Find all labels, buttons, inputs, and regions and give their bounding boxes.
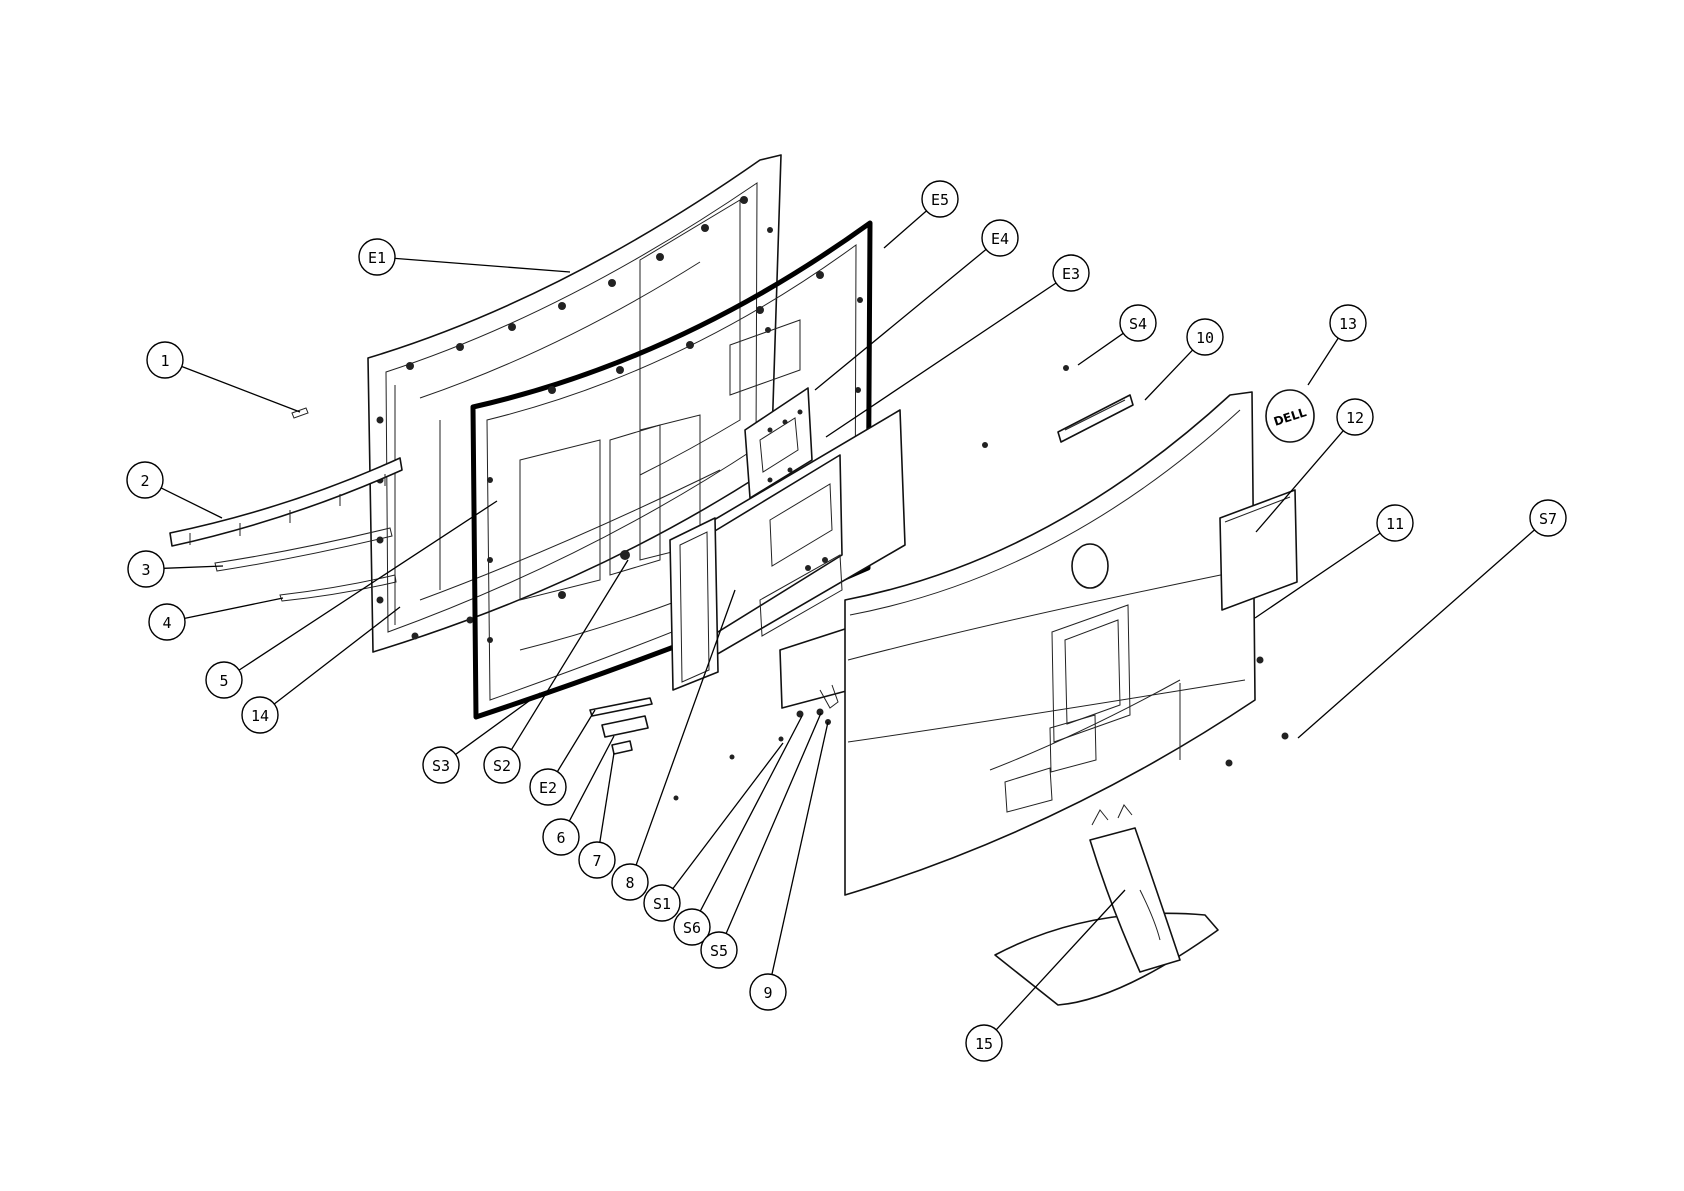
callout-s2: S2	[484, 747, 520, 783]
callout-5: 5	[206, 662, 242, 698]
callout-label: E2	[539, 779, 557, 797]
callout-e5: E5	[922, 181, 958, 217]
callout-label: 9	[763, 984, 772, 1002]
callout-label: 10	[1196, 329, 1214, 347]
callout-label: 5	[219, 672, 228, 690]
shield-part	[670, 518, 718, 690]
leader-line-6	[569, 736, 614, 821]
callout-s5: S5	[701, 932, 737, 968]
callout-label: 11	[1386, 515, 1404, 533]
callout-label: S3	[432, 757, 450, 775]
leader-line-4	[185, 598, 283, 618]
callout-label: 6	[556, 829, 565, 847]
bottom-bezel-part	[170, 458, 402, 546]
leader-line-9	[772, 722, 828, 974]
leader-line-2	[161, 488, 222, 518]
callout-label: E3	[1062, 265, 1080, 283]
clip-part-7	[612, 741, 632, 754]
leader-line-3	[164, 566, 223, 568]
leader-line-s6	[700, 716, 802, 911]
callout-label: E1	[368, 249, 386, 267]
leader-line-e2	[557, 710, 595, 772]
callout-12: 12	[1337, 399, 1373, 435]
callout-label: S6	[683, 919, 701, 937]
leader-line-s5	[726, 713, 821, 933]
callout-s7: S7	[1530, 500, 1566, 536]
callout-label: 12	[1346, 409, 1364, 427]
callout-label: 14	[251, 707, 269, 725]
callout-label: 13	[1339, 315, 1357, 333]
callout-15: 15	[966, 1025, 1002, 1061]
callout-label: 7	[592, 852, 601, 870]
callout-2: 2	[127, 462, 163, 498]
callout-label: S5	[710, 942, 728, 960]
callout-s1: S1	[644, 885, 680, 921]
callout-label: 2	[140, 472, 149, 490]
leader-line-7	[600, 753, 614, 842]
callout-label: 15	[975, 1035, 993, 1053]
stand-part	[995, 805, 1218, 1005]
callout-11: 11	[1377, 505, 1413, 541]
leader-line-s1	[673, 743, 783, 889]
callout-1: 1	[147, 342, 183, 378]
callout-label: S7	[1539, 510, 1557, 528]
callout-4: 4	[149, 604, 185, 640]
mount-bracket-part	[1058, 395, 1133, 442]
rear-cover-part	[845, 392, 1255, 895]
leader-line-s4	[1078, 333, 1123, 365]
callout-e3: E3	[1053, 255, 1089, 291]
leader-line-e1	[395, 258, 570, 272]
callout-label: 4	[162, 614, 171, 632]
leader-line-s7	[1298, 530, 1534, 738]
callout-13: 13	[1330, 305, 1366, 341]
callout-label: S4	[1129, 315, 1147, 333]
callout-10: 10	[1187, 319, 1223, 355]
callout-label: 8	[625, 874, 634, 892]
callout-7: 7	[579, 842, 615, 878]
callout-14: 14	[242, 697, 278, 733]
callout-8: 8	[612, 864, 648, 900]
leader-line-12	[1256, 431, 1343, 532]
button-strip-part	[602, 716, 648, 737]
leader-line-13	[1308, 338, 1338, 385]
callout-e4: E4	[982, 220, 1018, 256]
keypad-board-part	[590, 698, 652, 716]
parts-layer: DELL	[170, 155, 1314, 1005]
callout-label: S1	[653, 895, 671, 913]
callout-3: 3	[128, 551, 164, 587]
callout-label: E4	[991, 230, 1009, 248]
leader-line-e5	[884, 211, 926, 248]
strip-part-3	[215, 528, 392, 571]
callout-6: 6	[543, 819, 579, 855]
callout-9: 9	[750, 974, 786, 1010]
callout-s4: S4	[1120, 305, 1156, 341]
leader-line-10	[1145, 350, 1193, 400]
callout-label: E5	[931, 191, 949, 209]
callout-s3: S3	[423, 747, 459, 783]
callout-e1: E1	[359, 239, 395, 275]
dell-logo-part: DELL	[1266, 390, 1314, 442]
leader-line-14	[274, 607, 400, 704]
callout-e2: E2	[530, 769, 566, 805]
leader-line-1	[182, 366, 300, 412]
callout-label: S2	[493, 757, 511, 775]
bracket-plate-part	[780, 628, 850, 708]
callout-label: 1	[160, 352, 169, 370]
leader-line-e3	[826, 283, 1056, 437]
leader-line-e4	[815, 249, 986, 390]
callout-label: 3	[141, 561, 150, 579]
